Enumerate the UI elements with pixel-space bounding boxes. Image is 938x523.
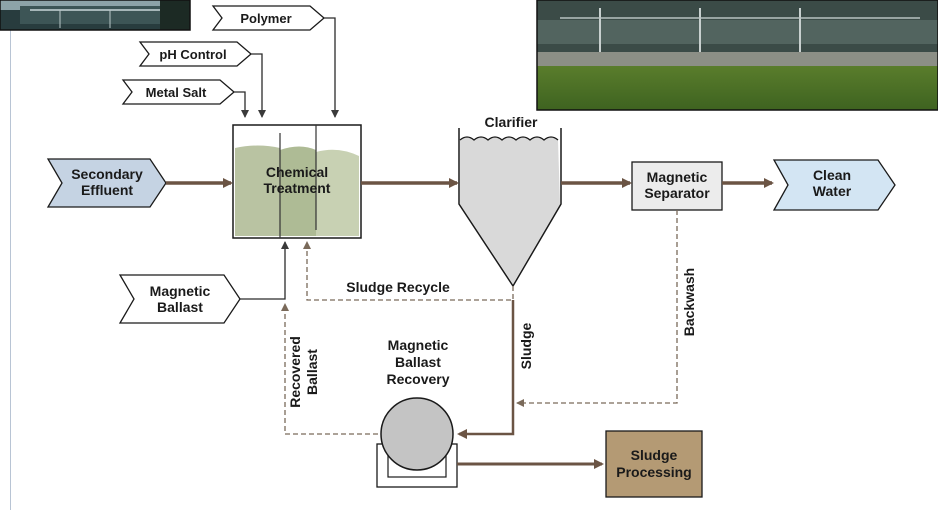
magnetic-ballast-label-line1: Magnetic xyxy=(150,283,211,299)
chemical-treatment-label-line2: Treatment xyxy=(264,180,331,196)
secondary-effluent-input: Secondary Effluent xyxy=(46,158,167,208)
magnetic-ballast-label-line2: Ballast xyxy=(157,299,203,315)
chemical-treatment-label-line1: Chemical xyxy=(266,164,328,180)
sludge-recycle-label: Sludge Recycle xyxy=(346,279,450,295)
magnetic-ballast-feed-line xyxy=(240,241,289,300)
sludge-recycle-flow: Sludge Recycle xyxy=(303,241,514,301)
clean-water-label-line1: Clean xyxy=(813,167,851,183)
ballast-recovery-label-line1: Magnetic xyxy=(388,337,449,353)
backwash-flow: Backwash xyxy=(516,210,697,407)
chemical-feed-lines xyxy=(234,17,339,118)
sludge-processing-label-line2: Processing xyxy=(616,464,691,480)
recovered-ballast-flow: Recovered Ballast xyxy=(281,303,378,435)
sludge-label: Sludge xyxy=(518,322,534,369)
chemical-treatment-tank: Chemical Treatment xyxy=(232,124,362,239)
sludge-processing: Sludge Processing xyxy=(605,430,703,498)
polymer-input: Polymer xyxy=(211,5,325,31)
plant-photo-right xyxy=(536,0,938,111)
polymer-label: Polymer xyxy=(240,11,291,26)
magnetic-ballast-input: Magnetic Ballast xyxy=(118,274,241,324)
ph-control-label: pH Control xyxy=(159,47,226,62)
metal-salt-input: Metal Salt xyxy=(121,79,235,105)
secondary-effluent-label-line2: Effluent xyxy=(81,182,133,198)
magnetic-separator-label-line1: Magnetic xyxy=(647,169,708,185)
clarifier: Clarifier xyxy=(458,114,562,288)
sludge-processing-label-line1: Sludge xyxy=(631,447,678,463)
recovered-ballast-label-line1: Recovered xyxy=(287,336,303,408)
clean-water-output: Clean Water xyxy=(772,159,896,211)
recovered-ballast-label-line2: Ballast xyxy=(304,349,320,395)
magnetic-separator-label-line2: Separator xyxy=(644,185,710,201)
backwash-label: Backwash xyxy=(681,268,697,336)
magnetic-separator: Magnetic Separator xyxy=(631,161,723,211)
ballast-recovery-label-line2: Ballast xyxy=(395,354,441,370)
sludge-flow: Sludge xyxy=(457,300,534,439)
magnetic-ballast-recovery: Magnetic Ballast Recovery xyxy=(376,337,458,488)
metal-salt-label: Metal Salt xyxy=(146,85,207,100)
page-border-line xyxy=(10,30,11,510)
ballast-recovery-label-line3: Recovery xyxy=(386,371,449,387)
ph-control-input: pH Control xyxy=(138,41,252,67)
clarifier-label: Clarifier xyxy=(485,114,538,130)
clean-water-label-line2: Water xyxy=(813,183,852,199)
secondary-effluent-label-line1: Secondary xyxy=(71,166,143,182)
plant-photo-left xyxy=(0,0,191,31)
